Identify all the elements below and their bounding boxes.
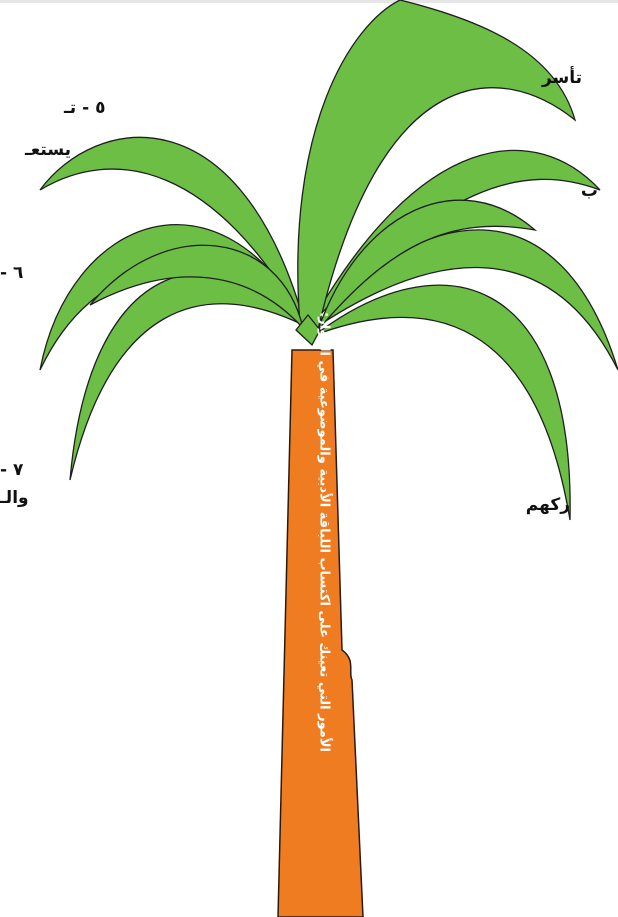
question-7-fragment: والـ [0, 488, 29, 508]
question-6-number: ٦ - [0, 263, 24, 283]
palm-frond-center-top [297, 0, 577, 331]
palm-frond-inner-right [317, 199, 538, 331]
question-7-number: ٧ - [0, 460, 24, 480]
palm-trunk [277, 349, 364, 917]
top-divider [0, 0, 618, 3]
question-5-fragment: يستعـ [25, 140, 72, 160]
trunk-label: الأمور التي تعينك على اكتساب اللباقة الأ… [317, 312, 334, 752]
palm-frond-right-outer-lower [314, 284, 571, 521]
right-fragment-1: تأسر [541, 68, 582, 88]
palm-frond-inner-left [89, 244, 305, 331]
right-fragment-3: ركهم [525, 495, 570, 515]
right-fragment-2: ب [580, 181, 598, 201]
palm-crown-joint [295, 313, 321, 347]
question-5-number: ٥ - تـ [64, 98, 106, 118]
palm-frond-left-outer-upper [39, 136, 306, 326]
